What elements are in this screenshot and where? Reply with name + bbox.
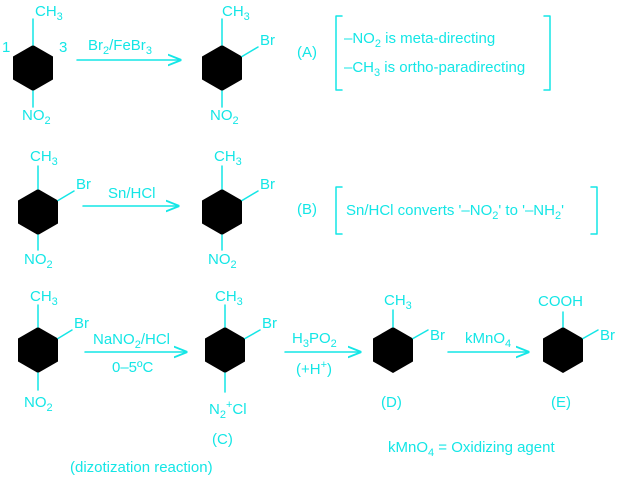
br-label: Br	[260, 176, 275, 193]
footnote-oxidizing-agent: kMnO4 = Oxidizing agent	[388, 439, 555, 459]
ring-bromo-nitro-r2b	[202, 189, 242, 235]
no2-label: NO2	[208, 251, 237, 271]
no2-label: NO2	[24, 251, 53, 271]
ch3-label: CH3	[214, 148, 242, 168]
ring-diazonium	[205, 327, 245, 373]
ring-bromobenzoic-acid	[543, 327, 583, 373]
bond-br-e	[582, 329, 599, 340]
br-label: Br	[262, 315, 277, 332]
br-label: Br	[76, 176, 91, 193]
ch3-label: CH3	[30, 148, 58, 168]
footnote-diazotization: (dizotization reaction)	[70, 459, 213, 476]
br-label: Br	[600, 327, 615, 344]
note-no2-meta: –NO2 is meta-directing	[344, 30, 495, 50]
tag-b: (B)	[297, 201, 317, 218]
reagent-kmno4: kMnO4	[465, 330, 511, 350]
bracket-left-a	[335, 15, 343, 91]
ch3-label: CH3	[35, 3, 63, 23]
bracket-right-b	[590, 186, 598, 235]
ch3-label: CH3	[384, 292, 412, 312]
ring-toluene-nitro-r1	[13, 45, 53, 91]
bracket-left-b	[335, 186, 343, 235]
position-1-label: 1	[2, 39, 10, 56]
tag-c: (C)	[212, 431, 233, 448]
position-3-label: 3	[59, 39, 67, 56]
reagent-h3po2: H3PO2	[292, 330, 337, 350]
ring-bromotoluene	[373, 327, 413, 373]
bond-br-c	[244, 329, 261, 340]
no2-label: NO2	[210, 107, 239, 127]
ring-bromo-nitro-r2a	[18, 189, 58, 235]
ch3-label: CH3	[222, 3, 250, 23]
note-sn-hcl: Sn/HCl converts '–NO2' to '–NH2'	[346, 202, 564, 222]
reagent-temperature: 0–5ºC	[112, 359, 154, 376]
reagent-nano2-hcl: NaNO2/HCl	[93, 331, 170, 351]
bracket-right-a	[543, 15, 551, 91]
ring-bromo-nitro-r1	[202, 45, 242, 91]
no2-label: NO2	[22, 107, 51, 127]
tag-e: (E)	[551, 394, 571, 411]
ring-r3m1	[18, 327, 58, 373]
tag-d: (D)	[381, 394, 402, 411]
ch3-label: CH3	[215, 288, 243, 308]
diazonium-label: N2+Cl	[209, 399, 247, 421]
no2-label: NO2	[24, 394, 53, 414]
br-label: Br	[74, 315, 89, 332]
reagent-h-plus: (+H+)	[296, 359, 332, 378]
bond-br-r2m2	[241, 190, 259, 202]
bond-br-r1m2	[241, 46, 259, 58]
cooh-label: COOH	[538, 293, 583, 310]
bond-br-r3m1	[57, 329, 73, 340]
br-label: Br	[430, 327, 445, 344]
ch3-label: CH3	[30, 288, 58, 308]
note-ch3-ortho-para: –CH3 is ortho-paradirecting	[344, 59, 525, 79]
br-label: Br	[260, 32, 275, 49]
reagent-sn-hcl: Sn/HCl	[108, 185, 156, 202]
bond-br-r2m1	[57, 190, 75, 202]
bond-br-d	[412, 329, 429, 340]
tag-a: (A)	[297, 44, 317, 61]
reagent-br2-febr3: Br2/FeBr3	[88, 37, 152, 57]
